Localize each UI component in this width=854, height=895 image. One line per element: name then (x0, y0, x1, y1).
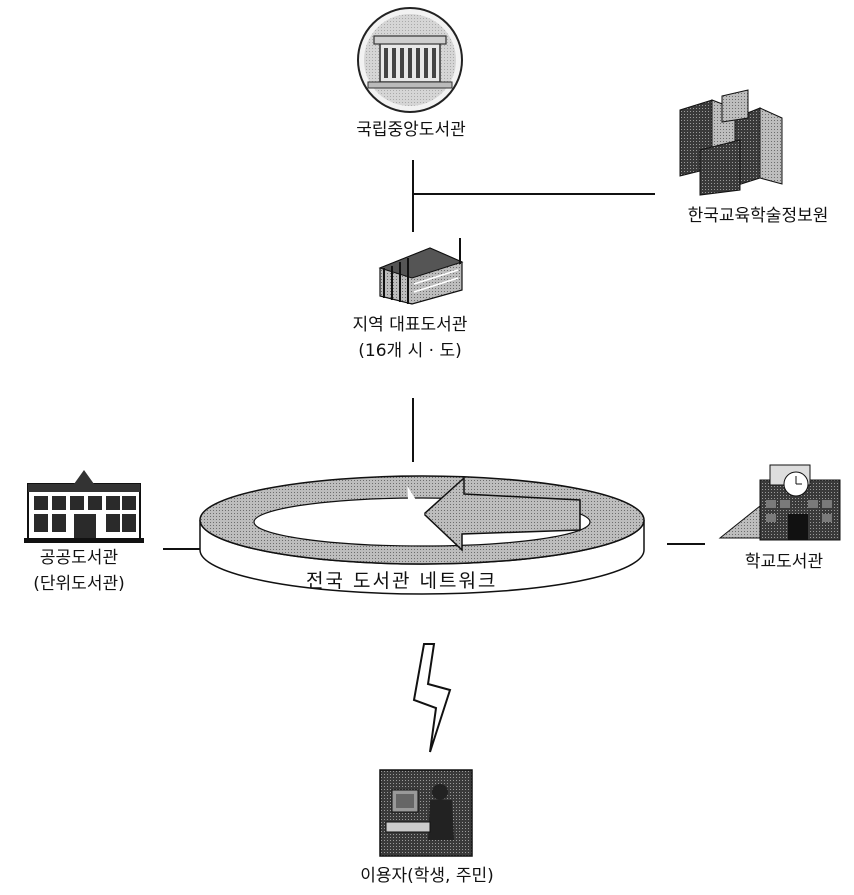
keris-building-icon (679, 89, 783, 196)
public-library-sublabel: (단위도서관) (33, 574, 125, 594)
public-library-label: 공공도서관 (39, 548, 119, 568)
school-library-icon (718, 464, 841, 541)
regional-library-label: 지역 대표도서관 (352, 315, 468, 335)
network-direction-arrow (407, 476, 581, 552)
users-label: 이용자(학생, 주민) (360, 866, 494, 886)
user-computer-icon (379, 769, 473, 857)
school-library-label: 학교도서관 (744, 552, 824, 572)
lightning-bolt-icon (412, 643, 452, 753)
public-library-icon (24, 470, 144, 543)
regional-library-sublabel: (16개 시 · 도) (358, 341, 462, 361)
network-label: 전국 도서관 네트워크 (306, 570, 498, 592)
national-library-label: 국립중앙도서관 (356, 120, 466, 140)
national-library-icon (357, 7, 463, 113)
keris-label: 한국교육학술정보원 (687, 206, 829, 226)
regional-library-icon (378, 238, 464, 305)
